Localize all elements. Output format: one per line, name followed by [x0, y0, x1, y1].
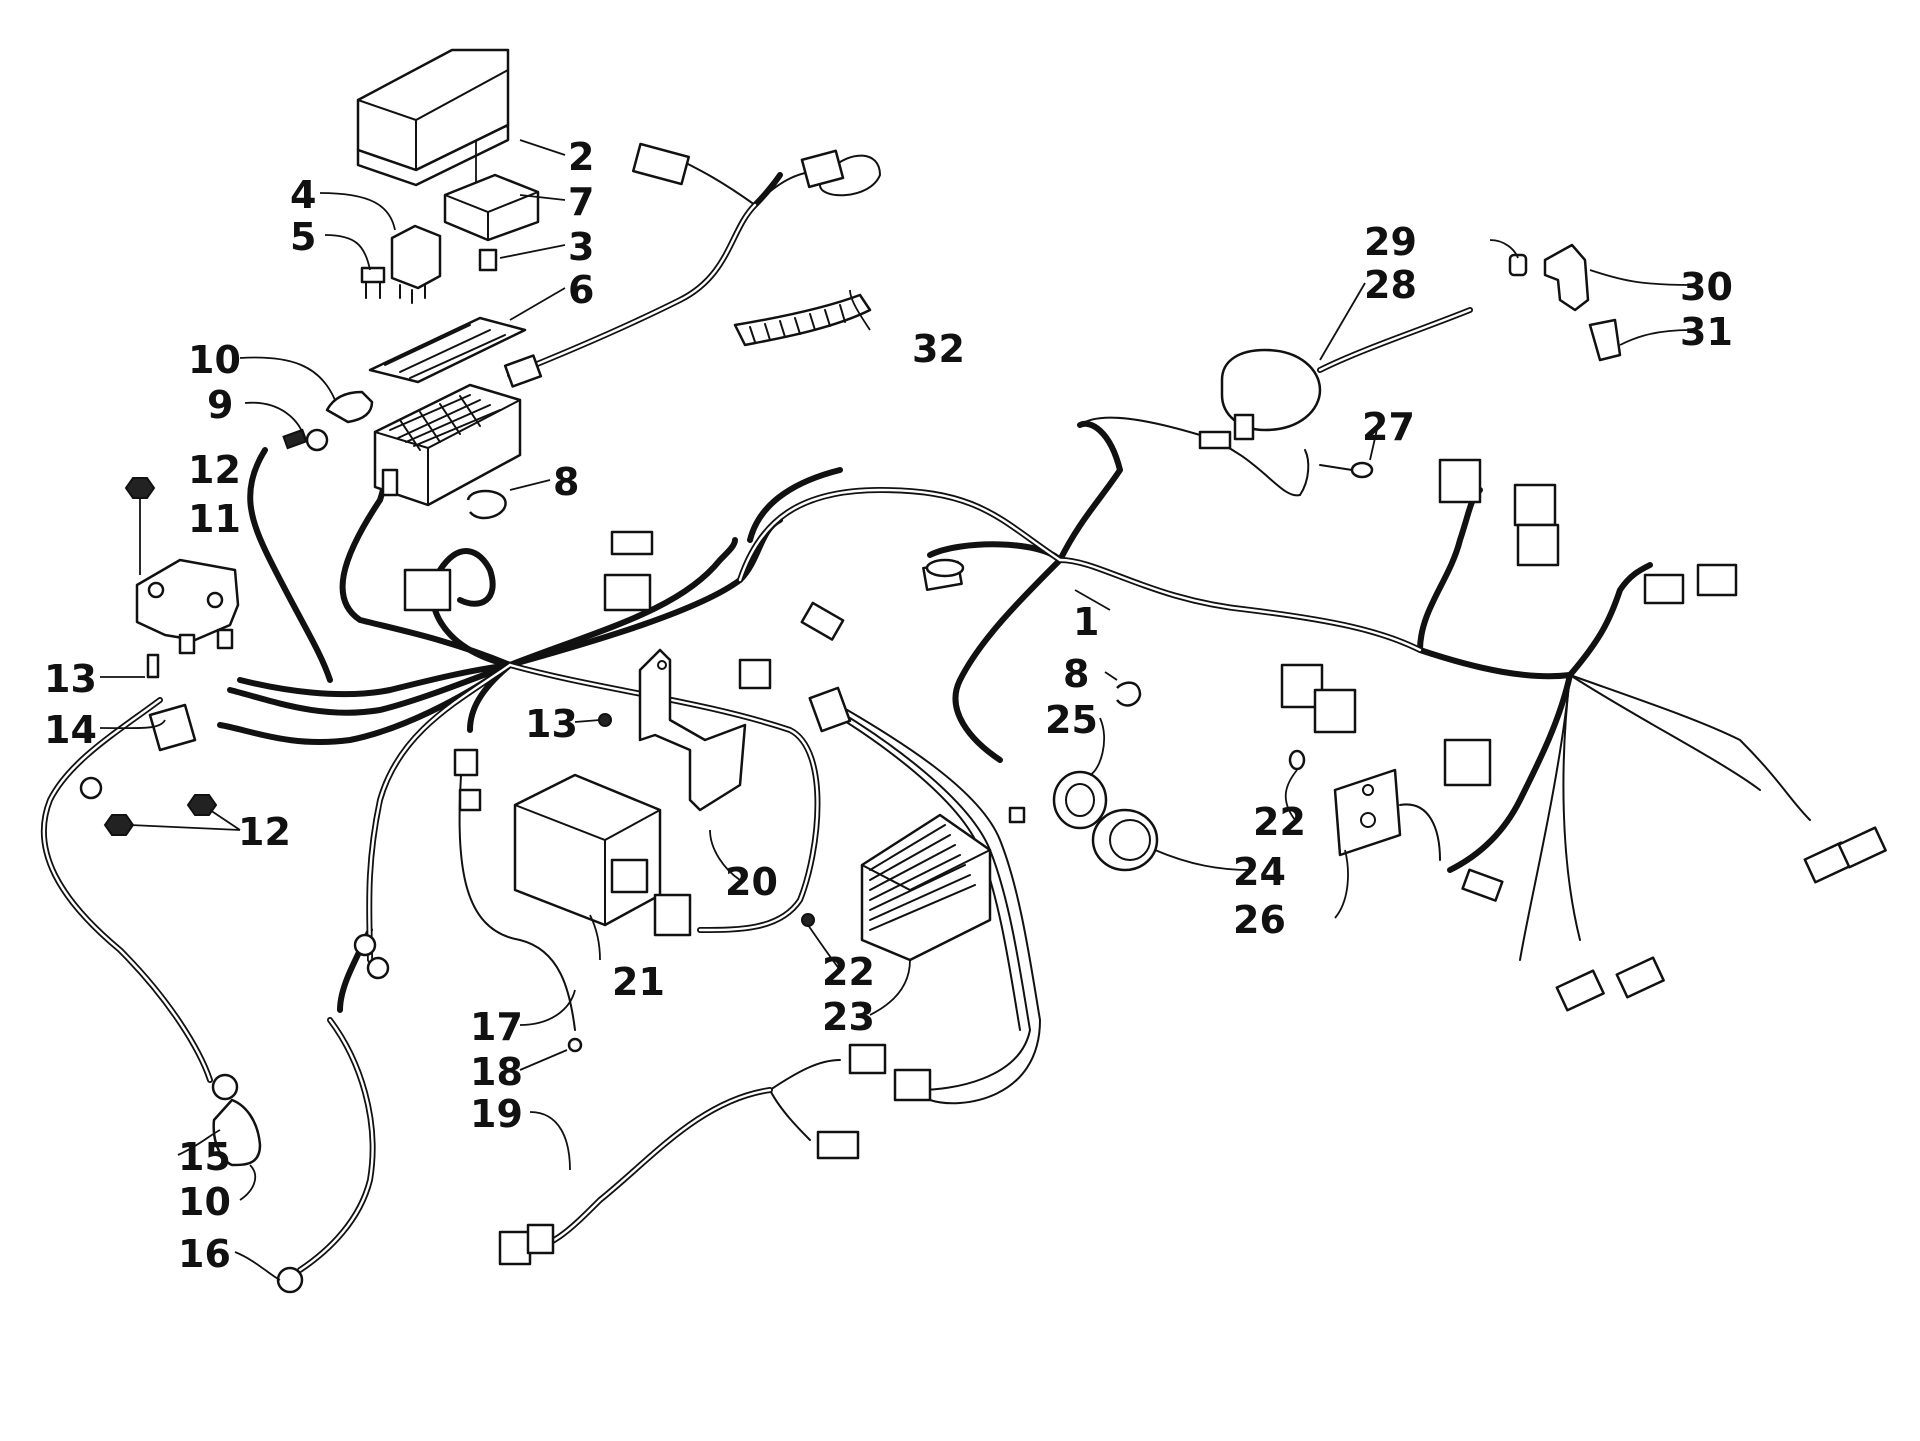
callout-1: 1 — [1073, 600, 1099, 644]
ignition-coil — [1220, 307, 1473, 441]
protective-sleeve — [733, 293, 872, 347]
callout-8a: 8 — [553, 460, 579, 504]
callout-32: 32 — [912, 327, 965, 371]
switch-grommet — [1052, 770, 1108, 830]
cdi-bracket — [638, 648, 747, 812]
cable-clamp — [466, 489, 507, 520]
callout-9: 9 — [207, 383, 233, 427]
callout-5: 5 — [290, 215, 316, 259]
harness-highlights — [42, 203, 1422, 1272]
callout-6: 6 — [568, 268, 594, 312]
harness-connectors — [403, 142, 1887, 1012]
nut-upper — [124, 477, 156, 575]
fuse-large — [360, 266, 386, 299]
callout-17: 17 — [470, 1005, 523, 1049]
callout-24: 24 — [1233, 850, 1286, 894]
callout-18: 18 — [470, 1050, 523, 1094]
callout-12b: 12 — [238, 810, 291, 854]
callout-28: 28 — [1364, 263, 1417, 307]
fuse-small — [478, 248, 498, 272]
callout-23: 23 — [822, 995, 875, 1039]
callout-labels: 1 2 7 4 5 3 6 10 9 12 11 8 13 14 12 15 1… — [44, 135, 1733, 1276]
callout-10a: 10 — [188, 338, 241, 382]
cdi-module — [513, 773, 692, 937]
spark-plug-boot — [1588, 318, 1622, 362]
ring-terminal — [282, 428, 329, 452]
nut-lower-left — [103, 814, 135, 836]
fuse-label-sheet — [368, 316, 527, 384]
lower-connectors — [498, 1037, 932, 1266]
callout-21: 21 — [612, 960, 665, 1004]
callout-3: 3 — [568, 225, 594, 269]
callout-4: 4 — [290, 173, 316, 217]
battery-positive-terminal — [79, 776, 239, 1101]
callout-22a: 22 — [822, 950, 875, 994]
spark-plug-cap — [1543, 243, 1590, 312]
fuse-box-cover — [356, 48, 510, 187]
callout-2: 2 — [568, 135, 594, 179]
battery-negative-terminal — [276, 933, 390, 1294]
callout-7: 7 — [568, 180, 594, 224]
cable-boot — [148, 703, 197, 752]
callout-29: 29 — [1364, 220, 1417, 264]
terminal-boot — [325, 390, 374, 424]
coil-mount-screw — [1319, 461, 1374, 479]
nut-lower-right — [186, 794, 218, 816]
callout-26: 26 — [1233, 898, 1286, 942]
callout-13b: 13 — [525, 702, 578, 746]
switch-plate — [1333, 768, 1441, 861]
leader-lines — [99, 139, 1691, 1281]
callout-16: 16 — [178, 1232, 231, 1276]
callout-19: 19 — [470, 1092, 523, 1136]
push-switch — [1091, 808, 1159, 872]
callout-30: 30 — [1680, 265, 1733, 309]
fuse-box — [373, 383, 522, 507]
callout-15: 15 — [178, 1135, 231, 1179]
battery-boot — [212, 1098, 262, 1167]
regulator-screw — [801, 913, 815, 927]
callout-10b: 10 — [178, 1180, 231, 1224]
switch-clip — [1116, 681, 1142, 707]
plate-washer — [1288, 749, 1306, 771]
callout-13a: 13 — [44, 657, 97, 701]
callout-8b: 8 — [1063, 652, 1089, 696]
callout-11: 11 — [188, 497, 241, 541]
screw-cdi — [598, 713, 612, 727]
callout-31: 31 — [1680, 310, 1733, 354]
main-harness — [40, 154, 1811, 1273]
relay — [390, 224, 442, 304]
callout-20: 20 — [725, 860, 778, 904]
callout-25: 25 — [1045, 698, 1098, 742]
voltage-regulator — [860, 813, 992, 962]
callout-22b: 22 — [1253, 800, 1306, 844]
relay-block — [443, 140, 540, 242]
callout-12a: 12 — [188, 448, 241, 492]
starter-solenoid — [135, 558, 240, 655]
spark-plug-connector-seal — [1508, 253, 1528, 277]
screw-left — [146, 653, 160, 679]
callout-14: 14 — [44, 708, 97, 752]
callout-27: 27 — [1362, 405, 1415, 449]
